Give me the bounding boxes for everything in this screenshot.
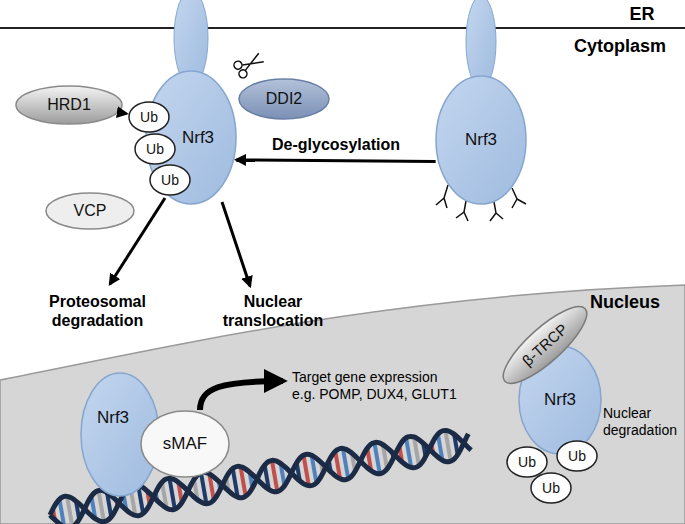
scissors-symbol: [233, 50, 266, 80]
outcome-label: Nuclear translocation: [208, 292, 338, 330]
enzyme-ellipse: VCP: [45, 192, 135, 230]
node-label: HRD1: [47, 96, 91, 114]
compartment-label: ER: [612, 4, 672, 26]
node-label: Ub: [161, 172, 179, 188]
protease-ellipse: DDI2: [238, 78, 330, 120]
node-label: Ub: [140, 109, 158, 125]
er-membrane: [0, 27, 685, 29]
nucleus-region: [0, 285, 685, 524]
node-label: Ub: [542, 480, 560, 496]
ubiquitin-circle: Ub: [506, 446, 548, 478]
base-pair: [59, 499, 64, 524]
base-pair: [169, 478, 174, 509]
base-pair: [374, 442, 379, 473]
protein-body: Nrf3: [435, 75, 527, 205]
node-shape: [141, 411, 229, 477]
node-shape: [129, 102, 169, 132]
node-label: DDI2: [266, 90, 302, 108]
base-pair: [272, 460, 277, 491]
target-genes-note: Target gene expression e.g. POMP, DUX4, …: [292, 369, 462, 403]
node-shape: [150, 165, 190, 195]
node-shape: [507, 447, 547, 477]
node-shape: [519, 346, 601, 454]
ubiquitin-circle: Ub: [530, 472, 572, 504]
expression-arrow: [200, 381, 283, 410]
ubiquitin-circle: Ub: [149, 164, 191, 196]
node-shape: [557, 441, 597, 471]
node-label: Nrf3: [465, 130, 497, 150]
pathway-arrow: [121, 111, 126, 115]
ubiquitin-circle: Ub: [556, 440, 598, 472]
node-label: sMAF: [163, 434, 207, 454]
compartment-label: Nucleus: [570, 292, 680, 314]
compartment-label: Cytoplasm: [560, 36, 680, 58]
node-label: Ub: [146, 141, 164, 157]
pathway-arrow: [236, 160, 435, 162]
node-label: Ub: [518, 454, 536, 470]
enzyme-ellipse: HRD1: [15, 85, 123, 125]
node-shape: [135, 134, 175, 164]
node-shape: [16, 86, 122, 124]
arrow-label: De-glycosylation: [256, 135, 416, 154]
outcome-label: Nuclear degradation: [603, 405, 685, 439]
base-pair: [445, 430, 450, 461]
outcome-label: Proteosomal degradation: [30, 292, 165, 330]
base-pair: [201, 473, 206, 504]
node-shape: [46, 193, 134, 229]
base-pair: [98, 490, 103, 521]
node-label: Nrf3: [97, 408, 129, 428]
ubiquitin-circle: Ub: [134, 133, 176, 165]
node-label: Nrf3: [544, 390, 576, 410]
node-shape: [436, 76, 526, 204]
node-shape: [531, 473, 571, 503]
ubiquitin-circle: Ub: [128, 101, 170, 133]
translocation-arrow: [222, 202, 250, 286]
node-label: VCP: [74, 202, 107, 220]
partner-ellipse: sMAF: [140, 410, 230, 478]
node-shape: [239, 79, 329, 119]
node-label: Nrf3: [182, 128, 214, 148]
node-label: Ub: [568, 448, 586, 464]
luminal-domain: [466, 0, 496, 88]
